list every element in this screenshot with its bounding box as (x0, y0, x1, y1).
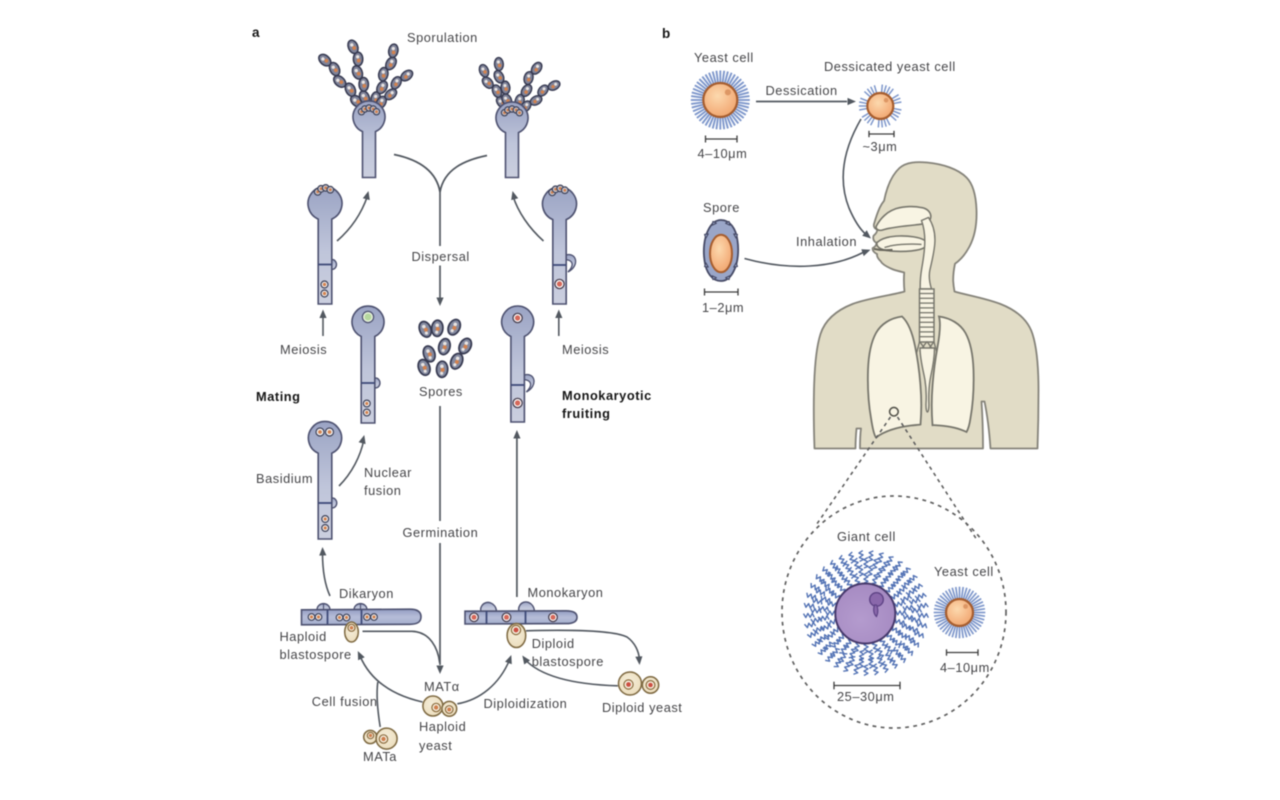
svg-text:MATa: MATa (363, 749, 397, 764)
svg-text:fruiting: fruiting (562, 406, 610, 421)
svg-text:Dessicated yeast cell: Dessicated yeast cell (824, 59, 956, 74)
svg-text:Spore: Spore (703, 200, 740, 215)
svg-text:Dikaryon: Dikaryon (339, 586, 394, 601)
svg-text:4–10μm: 4–10μm (698, 146, 748, 161)
svg-text:b: b (662, 26, 671, 41)
svg-text:Diploidization: Diploidization (484, 696, 568, 711)
svg-text:Dessication: Dessication (766, 83, 838, 98)
svg-text:MATα: MATα (424, 679, 460, 694)
svg-text:Meiosis: Meiosis (562, 342, 609, 357)
svg-text:Monokaryotic: Monokaryotic (562, 388, 652, 403)
svg-text:Diploid yeast: Diploid yeast (602, 700, 682, 715)
svg-text:~3μm: ~3μm (863, 139, 898, 154)
svg-text:yeast: yeast (419, 738, 452, 753)
svg-text:Monokaryon: Monokaryon (528, 585, 604, 600)
svg-text:Haploid: Haploid (280, 629, 327, 644)
svg-text:a: a (252, 25, 260, 40)
svg-text:Dispersal: Dispersal (412, 249, 470, 264)
svg-text:Germination: Germination (403, 525, 479, 540)
svg-text:4–10μm: 4–10μm (940, 660, 990, 675)
svg-text:1–2μm: 1–2μm (702, 300, 744, 315)
svg-text:25–30μm: 25–30μm (837, 689, 894, 704)
svg-text:fusion: fusion (364, 483, 401, 498)
svg-text:Cell fusion: Cell fusion (312, 694, 378, 709)
svg-text:Diploid: Diploid (532, 636, 575, 651)
svg-text:Nuclear: Nuclear (364, 465, 412, 480)
svg-text:Mating: Mating (256, 389, 301, 404)
svg-text:blastospore: blastospore (532, 654, 604, 669)
svg-text:Inhalation: Inhalation (796, 234, 857, 249)
svg-text:Yeast cell: Yeast cell (934, 564, 994, 579)
svg-text:Giant cell: Giant cell (837, 529, 896, 544)
svg-text:Basidium: Basidium (256, 471, 313, 486)
svg-text:Spores: Spores (419, 384, 463, 399)
svg-text:Meiosis: Meiosis (280, 342, 327, 357)
svg-text:Yeast cell: Yeast cell (694, 50, 754, 65)
svg-text:Sporulation: Sporulation (407, 30, 478, 45)
svg-text:blastospore: blastospore (280, 647, 352, 662)
svg-text:Haploid: Haploid (419, 719, 466, 734)
